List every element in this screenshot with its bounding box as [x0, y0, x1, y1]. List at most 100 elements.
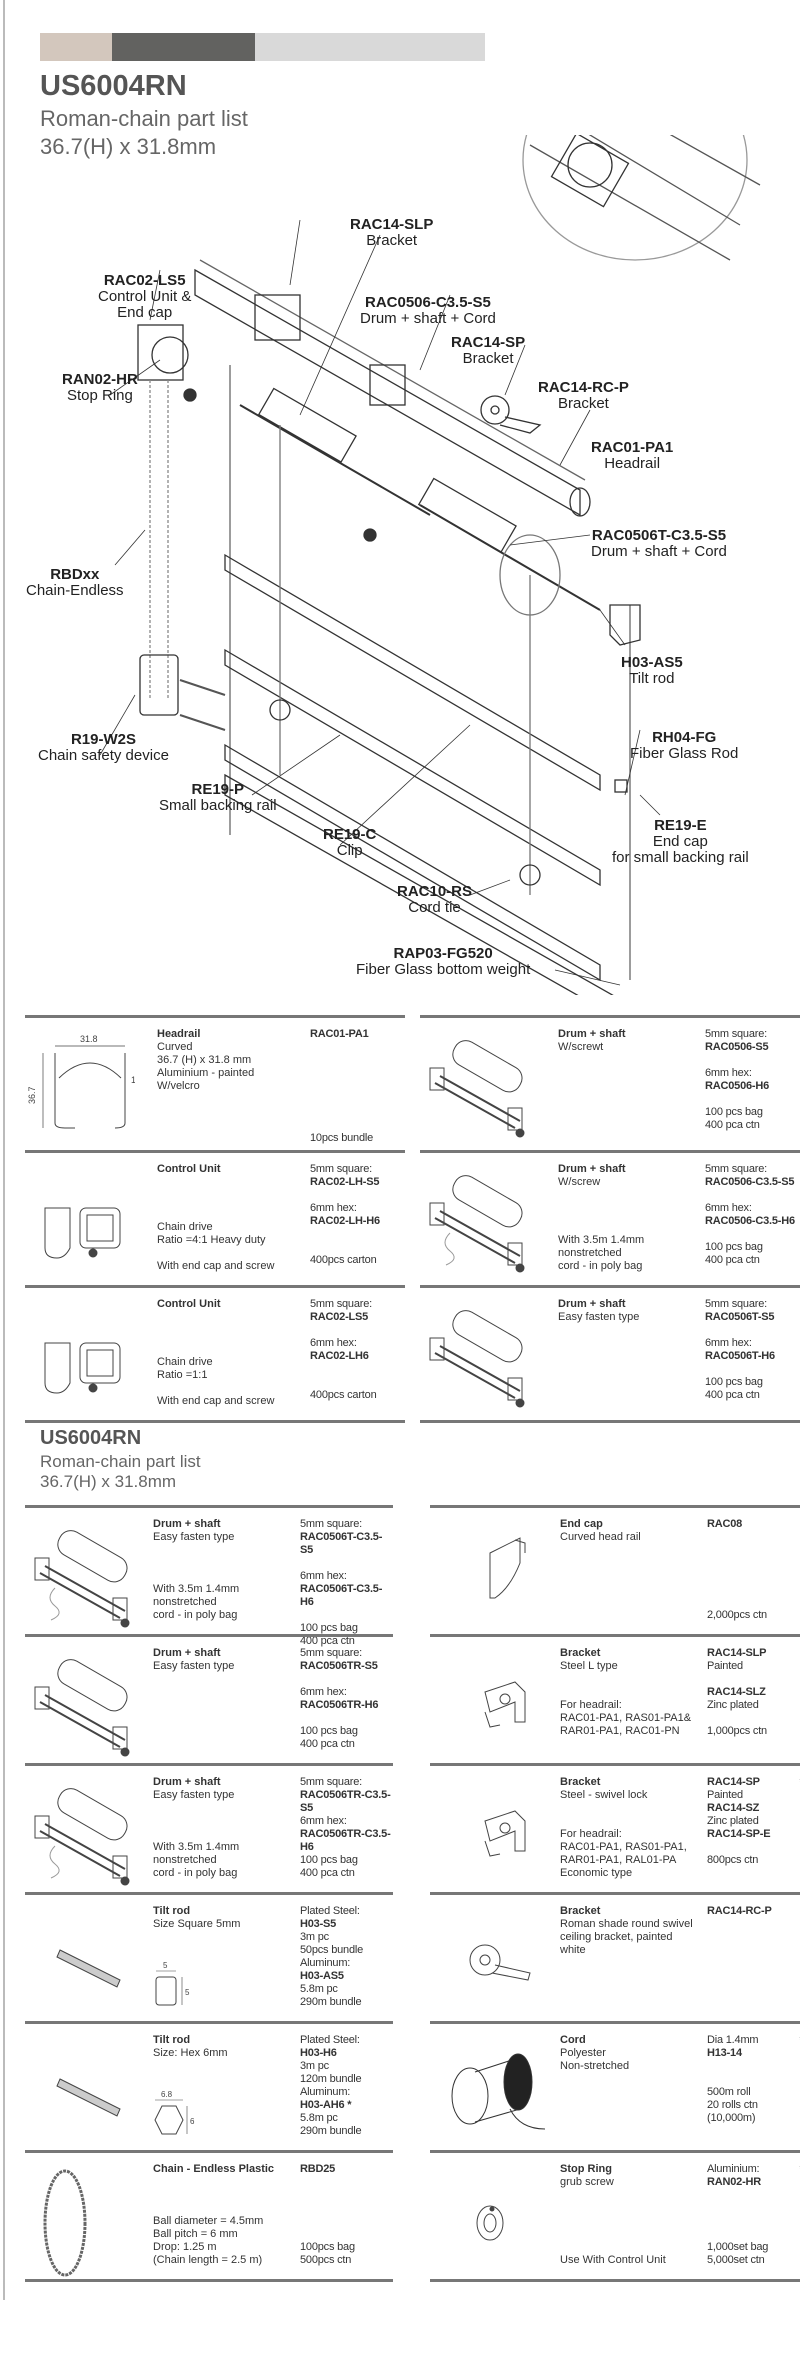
packaging-info: 100 pcs bag: [300, 1854, 358, 1866]
callout-name: Cord tie: [408, 899, 461, 916]
section-subtitle: Roman-chain part list: [40, 1452, 201, 1471]
part-detail: Curved: [157, 1041, 193, 1053]
part-note: cord - in poly bag: [558, 1260, 643, 1272]
part-note: cord - in poly bag: [153, 1609, 238, 1621]
part-name: Bracket: [560, 1647, 601, 1659]
callout-name: End cap: [652, 833, 708, 850]
part-name: Chain - Endless Plastic: [153, 2163, 275, 2175]
part-note: Ratio =4:1 Heavy duty: [157, 1234, 266, 1246]
bracket-l-icon: [430, 1647, 550, 1761]
dimension-label: 31.8: [80, 1034, 98, 1044]
part-code: RAC0506T-C3.5-H6: [300, 1583, 383, 1608]
packaging-info: Dia 1.4mm: [707, 2034, 759, 2046]
packaging-info: 100 pcs bag: [300, 1622, 358, 1634]
part-detail: Curved head rail: [560, 1531, 641, 1543]
callout-name: Drum + shaft + Cord: [591, 543, 727, 560]
control-unit-icon: [25, 1298, 135, 1412]
table-divider: [25, 1420, 405, 1423]
part-code: RAC0506-S5: [705, 1041, 769, 1053]
callout-name: Tilt rod: [629, 670, 675, 687]
packaging-info: 5.8m pc: [300, 1983, 338, 1995]
part-code: RAN02-HR: [707, 2176, 762, 2188]
callout-name: Bracket: [557, 395, 609, 412]
packaging-info: 100pcs bag: [300, 2241, 355, 2253]
part-note: With 3.5m 1.4mm: [558, 1234, 645, 1246]
end-cap-drawing: [609, 604, 641, 646]
packaging-info: 3m pc: [300, 2060, 329, 2072]
callout-code: RH04-FG: [652, 729, 717, 746]
part-note: nonstretched: [558, 1247, 622, 1259]
part-detail: W/screwt: [558, 1041, 604, 1053]
part-detail: Size Square 5mm: [153, 1918, 241, 1930]
part-note: nonstretched: [153, 1854, 217, 1866]
part-code: H13-14: [707, 2047, 742, 2059]
callout-code: RAC14-SP: [451, 334, 526, 351]
packaging-info: 20 rolls ctn: [707, 2099, 758, 2111]
part-note: With 3.5m 1.4mm: [153, 1841, 240, 1853]
color-bar-dark: [112, 33, 255, 61]
page-title: US6004RN: [40, 70, 187, 102]
packaging-info: 400 pca ctn: [705, 1119, 760, 1131]
part-name: Control Unit: [157, 1163, 221, 1175]
callout-code: RAC14-SLP: [350, 216, 434, 233]
packaging-info: 400 pca ctn: [300, 1867, 355, 1879]
headrail-drawing: [194, 268, 581, 517]
callout-name: Clip: [336, 842, 363, 859]
part-code: RAC0506-C3.5-S5: [705, 1176, 795, 1188]
part-detail: Non-stretched: [560, 2060, 630, 2072]
table-divider: [430, 2279, 800, 2282]
callout-code: RAC02-LS5: [103, 272, 186, 289]
part-code: RBD25: [300, 2163, 336, 2175]
drum-shaft-cord-icon: [25, 1518, 145, 1632]
packaging-info: 100 pcs bag: [705, 1376, 763, 1388]
packaging-info: 290m bundle: [300, 2125, 362, 2137]
drum-shaft-icon: [25, 1647, 145, 1761]
part-name: Control Unit: [157, 1298, 221, 1310]
packaging-info: 5mm square:: [300, 1647, 362, 1659]
part-note: Ratio =1:1: [157, 1369, 208, 1381]
packaging-info: 400 pca ctn: [705, 1389, 760, 1401]
part-name: Stop Ring: [560, 2163, 612, 2175]
packaging-info: Painted: [707, 1660, 743, 1672]
callout-code: R19-W2S: [70, 731, 136, 748]
callout-name: Drum + shaft + Cord: [360, 310, 496, 327]
part-code: RAC14-RC-P: [707, 1905, 772, 1917]
part-code: RAC08: [707, 1518, 743, 1530]
part-detail: Steel - swivel lock: [560, 1789, 648, 1801]
part-detail: Polyester: [560, 2047, 606, 2059]
packaging-info: 5mm square:: [300, 1776, 362, 1788]
part-note: RAR01-PA1, RAL01-PA: [560, 1854, 677, 1866]
part-code: S5: [300, 1802, 314, 1814]
part-code: RAC14-SLZ: [707, 1686, 766, 1698]
chain-icon: [25, 2163, 145, 2287]
bracket-sp-drawing: [369, 364, 406, 406]
